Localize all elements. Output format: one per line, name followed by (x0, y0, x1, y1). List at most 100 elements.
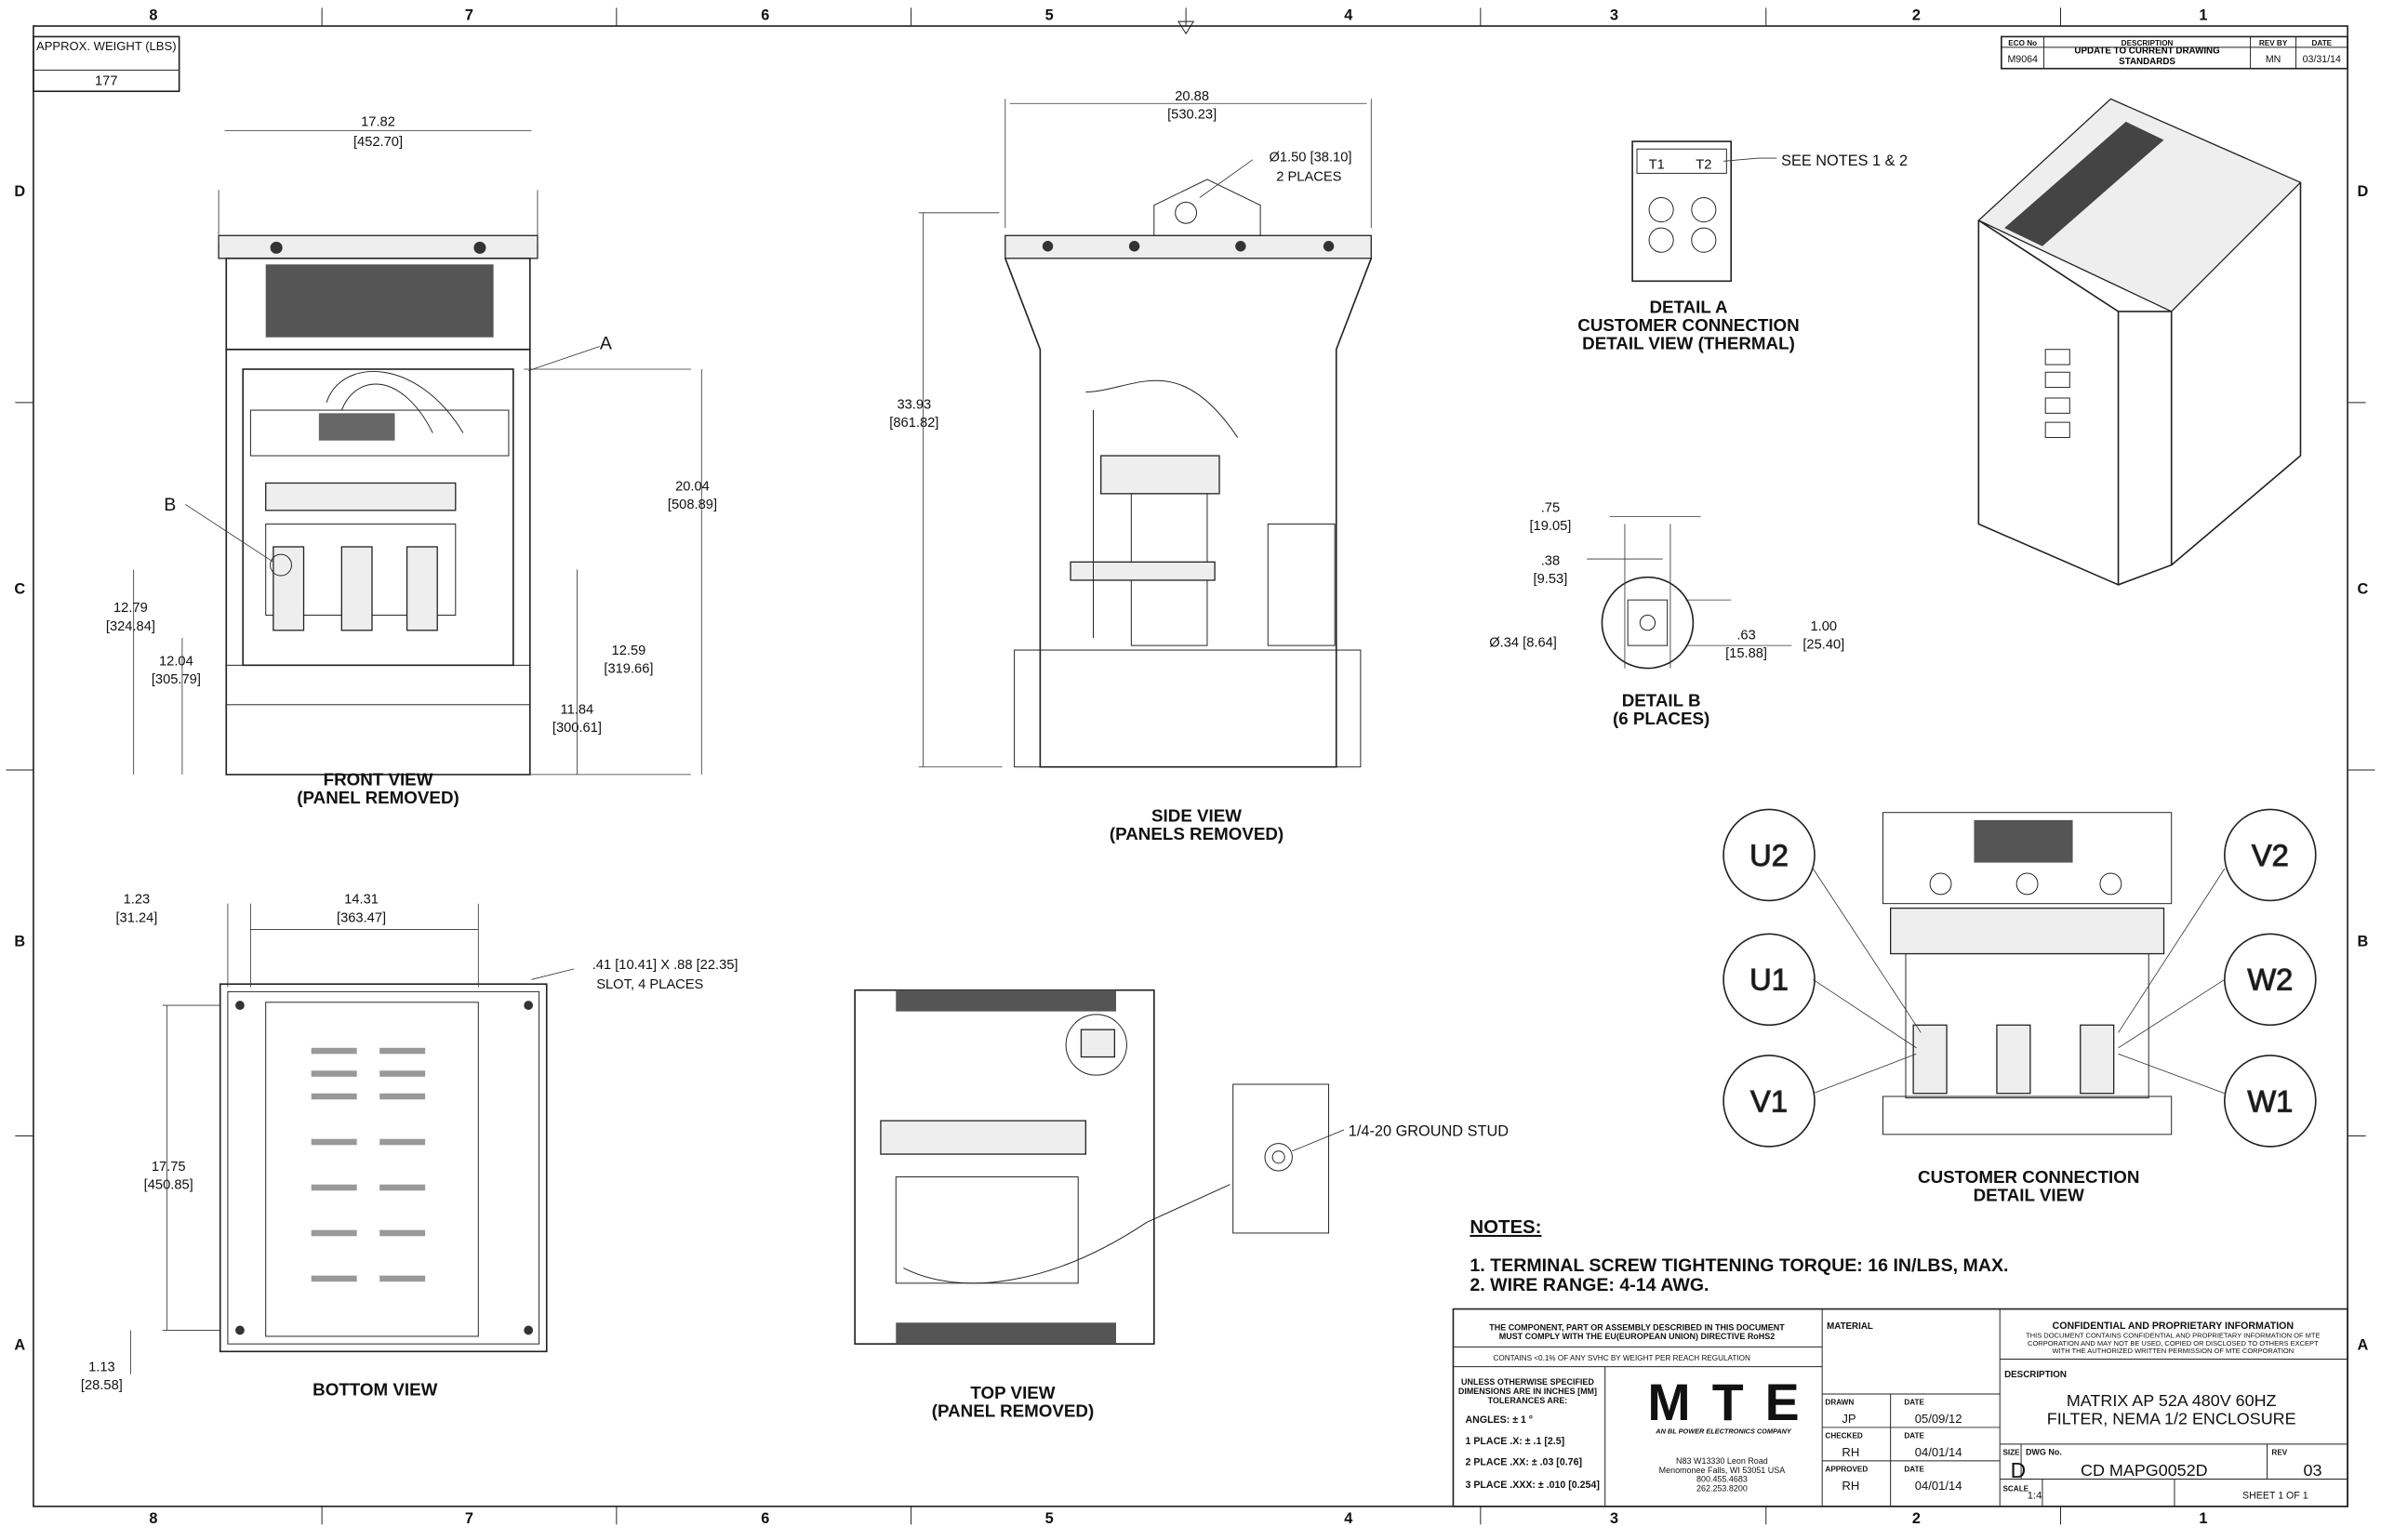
terminal-t2: T2 (1696, 157, 1711, 172)
zone-col: 4 (1344, 1510, 1352, 1527)
address-line: N83 W13330 Leon Road (1676, 1456, 1768, 1466)
side-view-subtitle: (PANELS REMOVED) (1110, 824, 1284, 843)
zone-row: D (14, 183, 25, 200)
dwg-label: DWG No. (2026, 1447, 2062, 1456)
zone-col: 5 (1045, 1510, 1054, 1527)
zone-ticks (6, 7, 2375, 1525)
tolerance-line: ANGLES: ± 1 ° (1466, 1414, 1534, 1426)
bottom-view-title: BOTTOM VIEW (313, 1380, 437, 1400)
zone-col: 8 (149, 1510, 157, 1527)
title-block: THE COMPONENT, PART OR ASSEMBLY DESCRIBE… (1452, 1308, 2348, 1507)
approved-date: 04/01/14 (1915, 1479, 1962, 1493)
rev-value: 03 (2304, 1461, 2322, 1480)
approved-by: RH (1842, 1479, 1859, 1493)
scale-value: 1:4 (2028, 1491, 2043, 1502)
zone-col: 2 (1912, 1510, 1921, 1527)
zone-col: 7 (465, 7, 473, 23)
address-line: Menomonee Falls, WI 53051 USA (1659, 1466, 1786, 1475)
dim: .38 (1541, 554, 1560, 569)
top-view-title: TOP VIEW (970, 1383, 1055, 1402)
front-view-title: FRONT VIEW (324, 769, 433, 789)
dim: 1.13 (88, 1361, 115, 1375)
description-line: MATRIX AP 52A 480V 60HZ (2067, 1391, 2277, 1410)
terminal-label-w2: W2 (2247, 962, 2293, 997)
confidential-text: CORPORATION AND MAY NOT BE USED, COPIED … (2028, 1339, 2319, 1348)
terminal-t1: T1 (1649, 157, 1665, 172)
top-view-subtitle: (PANEL REMOVED) (932, 1401, 1094, 1421)
detail-a-subtitle: DETAIL VIEW (THERMAL) (1582, 334, 1795, 353)
zone-col: 7 (465, 1510, 473, 1527)
tolerance-header: TOLERANCES ARE: (1488, 1396, 1568, 1405)
ground-stud-label: 1/4-20 GROUND STUD (1349, 1122, 1509, 1139)
rev-label: REV (2271, 1448, 2287, 1456)
checked-by: RH (1842, 1445, 1859, 1459)
zone-col: 2 (1912, 7, 1921, 23)
dim: [363.47] (337, 910, 386, 925)
side-view: 20.88 [530.23] 33.93 [861.82] Ø1.50 [38.… (889, 89, 1373, 843)
address-line: 262.253.8200 (1696, 1484, 1748, 1494)
address-line: 800.455.4683 (1696, 1475, 1748, 1484)
dim: 20.04 (675, 480, 710, 495)
tolerance-header: DIMENSIONS ARE IN INCHES [MM] (1458, 1387, 1597, 1396)
reach-text: CONTAINS <0.1% OF ANY SVHC BY WEIGHT PER… (1493, 1354, 1750, 1362)
front-view-subtitle: (PANEL REMOVED) (297, 788, 459, 807)
description-label: DESCRIPTION (2004, 1370, 2067, 1380)
tolerance-line: 2 PLACE .XX: ± .03 [0.76] (1466, 1457, 1583, 1468)
mte-logo: MTE (1647, 1374, 1799, 1431)
dim: [508.89] (668, 498, 717, 512)
dim: 17.82 (361, 115, 395, 130)
dim: 20.88 (1175, 89, 1209, 104)
customer-connection-subtitle: DETAIL VIEW (1974, 1186, 2084, 1205)
weight-box: APPROX. WEIGHT (LBS) 177 (33, 35, 180, 93)
zone-col: 3 (1610, 7, 1618, 23)
front-view: A B 17.82 [452.70] 20.04 [508.89] 12.79 … (106, 115, 717, 807)
approved-label: APPROVED (1825, 1465, 1868, 1473)
dim: 2 PLACES (1276, 170, 1341, 185)
weight-value: 177 (95, 74, 118, 89)
drawing-number: CD MAPG0052D (2081, 1461, 2208, 1480)
rev-header: DATE (2312, 39, 2333, 47)
dim: 14.31 (344, 893, 379, 908)
dim: 17.75 (152, 1160, 186, 1175)
drawn-date: 05/09/12 (1915, 1412, 1962, 1426)
date-label: DATE (1904, 1465, 1924, 1473)
rohs-text: THE COMPONENT, PART OR ASSEMBLY DESCRIBE… (1489, 1322, 1785, 1332)
date-label: DATE (1904, 1431, 1924, 1440)
size-label: SIZE (2002, 1448, 2020, 1456)
dim: 12.04 (159, 654, 193, 669)
zone-row: B (2358, 933, 2369, 949)
confidential-text: WITH THE AUTHORIZED WRITTEN PERMISSION O… (2052, 1347, 2294, 1355)
notes: NOTES: 1. TERMINAL SCREW TIGHTENING TORQ… (1470, 1217, 2008, 1295)
rev-description: UPDATE TO CURRENT DRAWING STANDARDS (2074, 46, 2220, 67)
customer-connection-title: CUSTOMER CONNECTION (1918, 1167, 2139, 1187)
zone-col: 1 (2199, 1510, 2207, 1527)
terminal-label-v2: V2 (2252, 838, 2289, 872)
detail-a-note: SEE NOTES 1 & 2 (1781, 153, 1908, 169)
dim: Ø.34 [8.64] (1489, 636, 1557, 651)
dim: 1.23 (124, 893, 151, 908)
terminal-label-u2: U2 (1749, 838, 1789, 872)
note-item: 1. TERMINAL SCREW TIGHTENING TORQUE: 16 … (1470, 1255, 2008, 1276)
dim: [305.79] (152, 672, 201, 687)
confidential-text: THIS DOCUMENT CONTAINS CONFIDENTIAL AND … (2026, 1332, 2320, 1340)
dim: 12.79 (113, 601, 148, 616)
dim: [452.70] (353, 135, 403, 150)
dim: [28.58] (81, 1378, 123, 1393)
zone-markers: 8 7 6 5 4 3 2 1 8 7 6 5 4 3 2 1 D C B A … (14, 7, 2368, 1526)
zone-col: 1 (2199, 7, 2207, 23)
dim: [324.84] (106, 619, 155, 634)
bottom-view: 1.23 [31.24] 14.31 [363.47] .41 [10.41] … (81, 893, 738, 1400)
dim: 12.59 (612, 644, 646, 658)
callout-b: B (164, 495, 176, 515)
rev-date: 03/31/14 (2303, 54, 2341, 65)
tolerance-header: UNLESS OTHERWISE SPECIFIED (1461, 1377, 1594, 1387)
dim: [450.85] (144, 1178, 193, 1193)
date-label: DATE (1904, 1398, 1924, 1406)
dim: .75 (1541, 500, 1560, 515)
size-value: D (2011, 1458, 2027, 1482)
dim: [530.23] (1167, 108, 1217, 123)
terminal-label-u1: U1 (1749, 962, 1789, 997)
drawn-by: JP (1842, 1412, 1856, 1426)
dim: SLOT, 4 PLACES (596, 977, 703, 992)
